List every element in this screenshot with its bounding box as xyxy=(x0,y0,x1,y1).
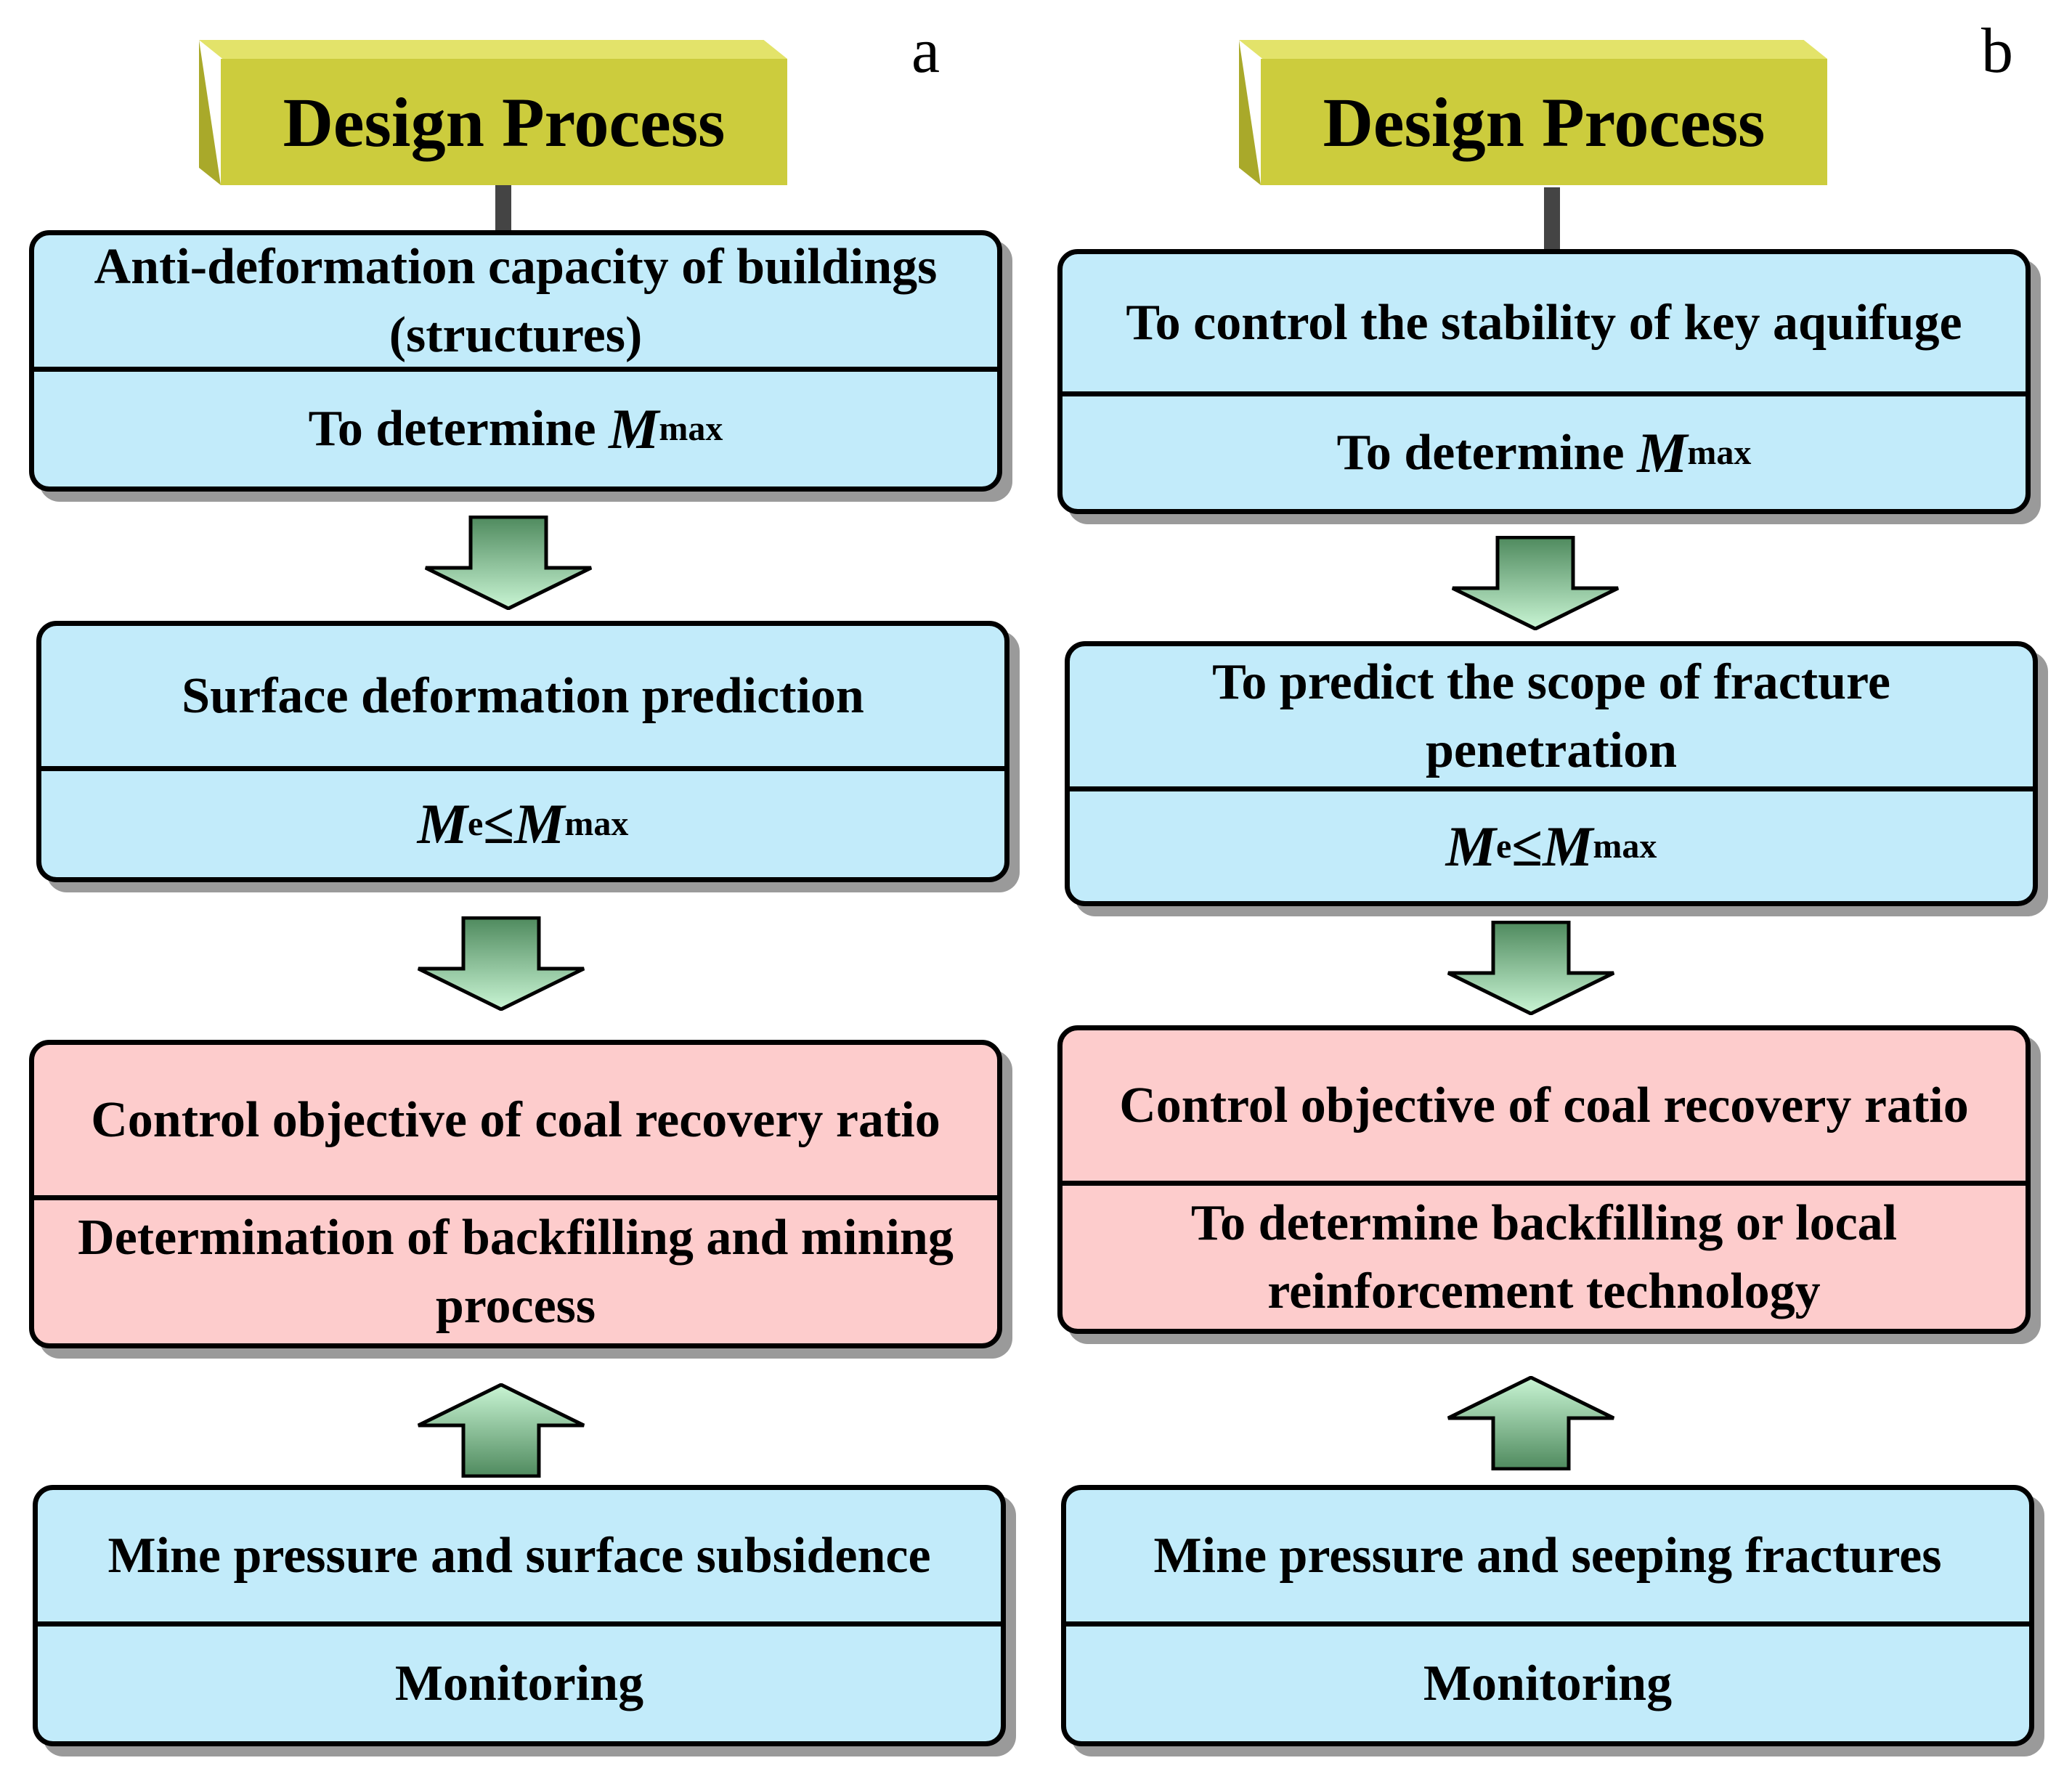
m-e-subscript: e xyxy=(1495,826,1512,866)
header-title: Design Process xyxy=(221,59,787,185)
box-top-text: To control the stability of key aquifuge xyxy=(1063,254,2026,396)
box-top-text: Control objective of coal recovery ratio xyxy=(1063,1030,2026,1186)
box-top-text: Anti-deformation capacity of buildings (… xyxy=(34,235,997,372)
m-subscript: max xyxy=(659,410,723,448)
box-top-text: To predict the scope of fracture penetra… xyxy=(1070,646,2033,791)
m-e-variable: M xyxy=(1445,814,1496,878)
box-bottom-text: To determine backfilling or local reinfo… xyxy=(1190,1194,1898,1319)
down-arrow-icon xyxy=(414,916,588,1011)
fracture-box: To predict the scope of fracture penetra… xyxy=(1065,641,2038,906)
leq-symbol: ≤ xyxy=(1511,814,1543,878)
down-arrow-icon xyxy=(1448,536,1622,630)
m-e-subscript: e xyxy=(467,805,484,843)
down-arrow-icon xyxy=(421,516,596,610)
panel-letter: b xyxy=(1981,16,2013,86)
determine-label: To determine xyxy=(1336,424,1638,481)
panel-letter: a xyxy=(911,16,940,86)
design-process-header: Design Process xyxy=(1239,40,1827,185)
m-max-subscript: max xyxy=(564,805,629,843)
m-variable: M xyxy=(609,397,659,460)
header-connector xyxy=(1544,187,1560,249)
header-title: Design Process xyxy=(1261,59,1827,185)
design-process-header: Design Process xyxy=(199,40,787,185)
up-arrow-icon xyxy=(414,1383,588,1478)
determine-label: To determine xyxy=(308,401,609,457)
up-arrow-icon xyxy=(1444,1376,1618,1470)
box-top-text: Mine pressure and surface subsidence xyxy=(38,1490,1001,1627)
box-top-text: Surface deformation prediction xyxy=(41,626,1004,771)
m-e-variable: M xyxy=(417,792,468,855)
m-max-variable: M xyxy=(514,792,565,855)
control-objective-box: Control objective of coal recovery ratio… xyxy=(1057,1025,2031,1334)
header-bevel-side xyxy=(1239,40,1261,185)
panel-a: a Design Process Anti-deformation capaci… xyxy=(29,16,1009,1746)
header-bevel-top xyxy=(199,40,787,59)
header-connector xyxy=(495,185,511,230)
monitoring-box: Mine pressure and surface subsidence Mon… xyxy=(33,1485,1006,1746)
m-subscript: max xyxy=(1687,433,1752,472)
header-bevel-top xyxy=(1239,40,1827,59)
down-arrow-icon xyxy=(1444,921,1618,1015)
box-top-text: Mine pressure and seeping fractures xyxy=(1066,1490,2029,1627)
box-bottom-text: Determination of backfilling and mining … xyxy=(78,1209,954,1334)
m-max-variable: M xyxy=(1543,814,1593,878)
stability-box: To control the stability of key aquifuge… xyxy=(1057,249,2031,514)
header-bevel-side xyxy=(199,40,221,185)
control-objective-box: Control objective of coal recovery ratio… xyxy=(29,1040,1002,1348)
m-variable: M xyxy=(1637,420,1688,484)
monitoring-box: Mine pressure and seeping fractures Moni… xyxy=(1061,1485,2034,1746)
leq-symbol: ≤ xyxy=(483,792,515,855)
box-top-text: Control objective of coal recovery ratio xyxy=(34,1045,997,1200)
box-bottom-text: Monitoring xyxy=(394,1656,644,1711)
m-max-subscript: max xyxy=(1593,826,1657,866)
box-bottom-text: Monitoring xyxy=(1423,1656,1673,1711)
capacity-box: Anti-deformation capacity of buildings (… xyxy=(29,230,1002,492)
panel-b: b Design Process To control the stabilit… xyxy=(1036,0,2071,1779)
